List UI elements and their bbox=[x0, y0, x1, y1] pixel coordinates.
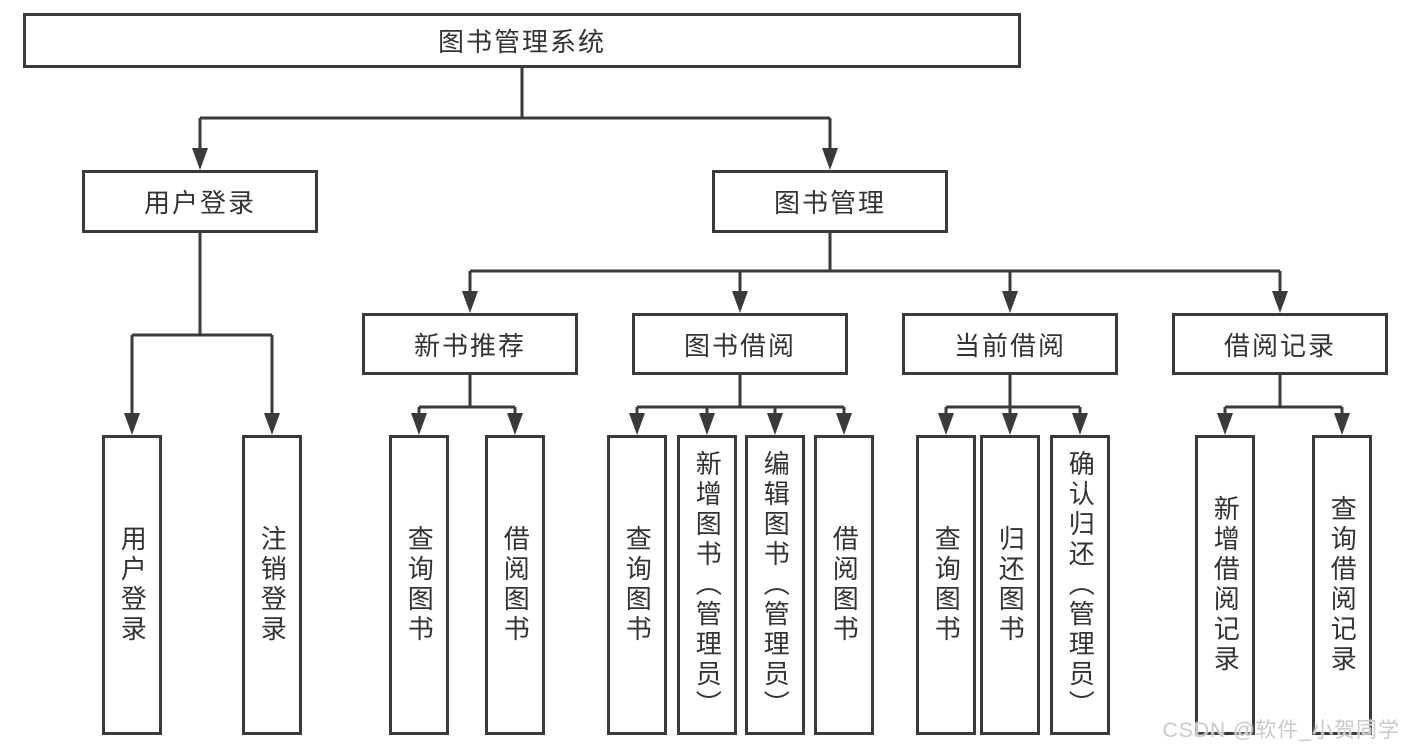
node-root-system: 图书管理系统 bbox=[23, 13, 1021, 68]
leaf-user-login: 用户登录 bbox=[102, 435, 162, 735]
node-user-login: 用户登录 bbox=[82, 170, 318, 233]
leaf-logout: 注销登录 bbox=[242, 435, 302, 735]
node-book-management-label: 图书管理 bbox=[773, 188, 886, 218]
leaf-borrow-query: 查询图书 bbox=[607, 435, 667, 735]
leaf-borrow-book-label: 借阅图书 bbox=[829, 525, 860, 645]
leaf-borrow-add-admin-label: 新增图书（管理员） bbox=[692, 450, 723, 720]
leaf-newbook-query: 查询图书 bbox=[389, 435, 449, 735]
node-new-book-recommend-label: 新书推荐 bbox=[413, 330, 526, 361]
leaf-record-add: 新增借阅记录 bbox=[1195, 435, 1255, 735]
leaf-current-return-label: 归还图书 bbox=[995, 525, 1026, 645]
leaf-borrow-edit-admin: 编辑图书（管理员） bbox=[745, 435, 805, 735]
leaf-borrow-edit-admin-label: 编辑图书（管理员） bbox=[760, 450, 791, 720]
leaf-user-login-label: 用户登录 bbox=[117, 525, 148, 645]
node-book-management: 图书管理 bbox=[712, 170, 948, 233]
node-book-borrow: 图书借阅 bbox=[632, 313, 848, 375]
leaf-record-query: 查询借阅记录 bbox=[1312, 435, 1372, 735]
leaf-current-confirm-admin-label: 确认归还（管理员） bbox=[1065, 450, 1096, 720]
leaf-record-query-label: 查询借阅记录 bbox=[1327, 495, 1358, 675]
node-new-book-recommend: 新书推荐 bbox=[362, 313, 578, 375]
leaf-logout-label: 注销登录 bbox=[257, 525, 288, 645]
leaf-current-return: 归还图书 bbox=[980, 435, 1040, 735]
leaf-borrow-query-label: 查询图书 bbox=[622, 525, 653, 645]
leaf-newbook-borrow-label: 借阅图书 bbox=[500, 525, 531, 645]
leaf-newbook-borrow: 借阅图书 bbox=[485, 435, 545, 735]
node-user-login-label: 用户登录 bbox=[143, 188, 256, 218]
node-borrow-record: 借阅记录 bbox=[1172, 313, 1388, 375]
leaf-borrow-add-admin: 新增图书（管理员） bbox=[677, 435, 737, 735]
node-book-borrow-label: 图书借阅 bbox=[683, 330, 796, 361]
node-current-borrow-label: 当前借阅 bbox=[953, 330, 1066, 361]
leaf-current-query-label: 查询图书 bbox=[931, 525, 962, 645]
leaf-current-query: 查询图书 bbox=[916, 435, 976, 735]
node-borrow-record-label: 借阅记录 bbox=[1223, 330, 1336, 361]
leaf-newbook-query-label: 查询图书 bbox=[404, 525, 435, 645]
leaf-borrow-book: 借阅图书 bbox=[814, 435, 874, 735]
node-current-borrow: 当前借阅 bbox=[902, 313, 1118, 375]
arrowheads bbox=[124, 148, 1350, 435]
leaf-current-confirm-admin: 确认归还（管理员） bbox=[1050, 435, 1110, 735]
node-root-label: 图书管理系统 bbox=[437, 27, 606, 57]
leaf-record-add-label: 新增借阅记录 bbox=[1210, 495, 1241, 675]
